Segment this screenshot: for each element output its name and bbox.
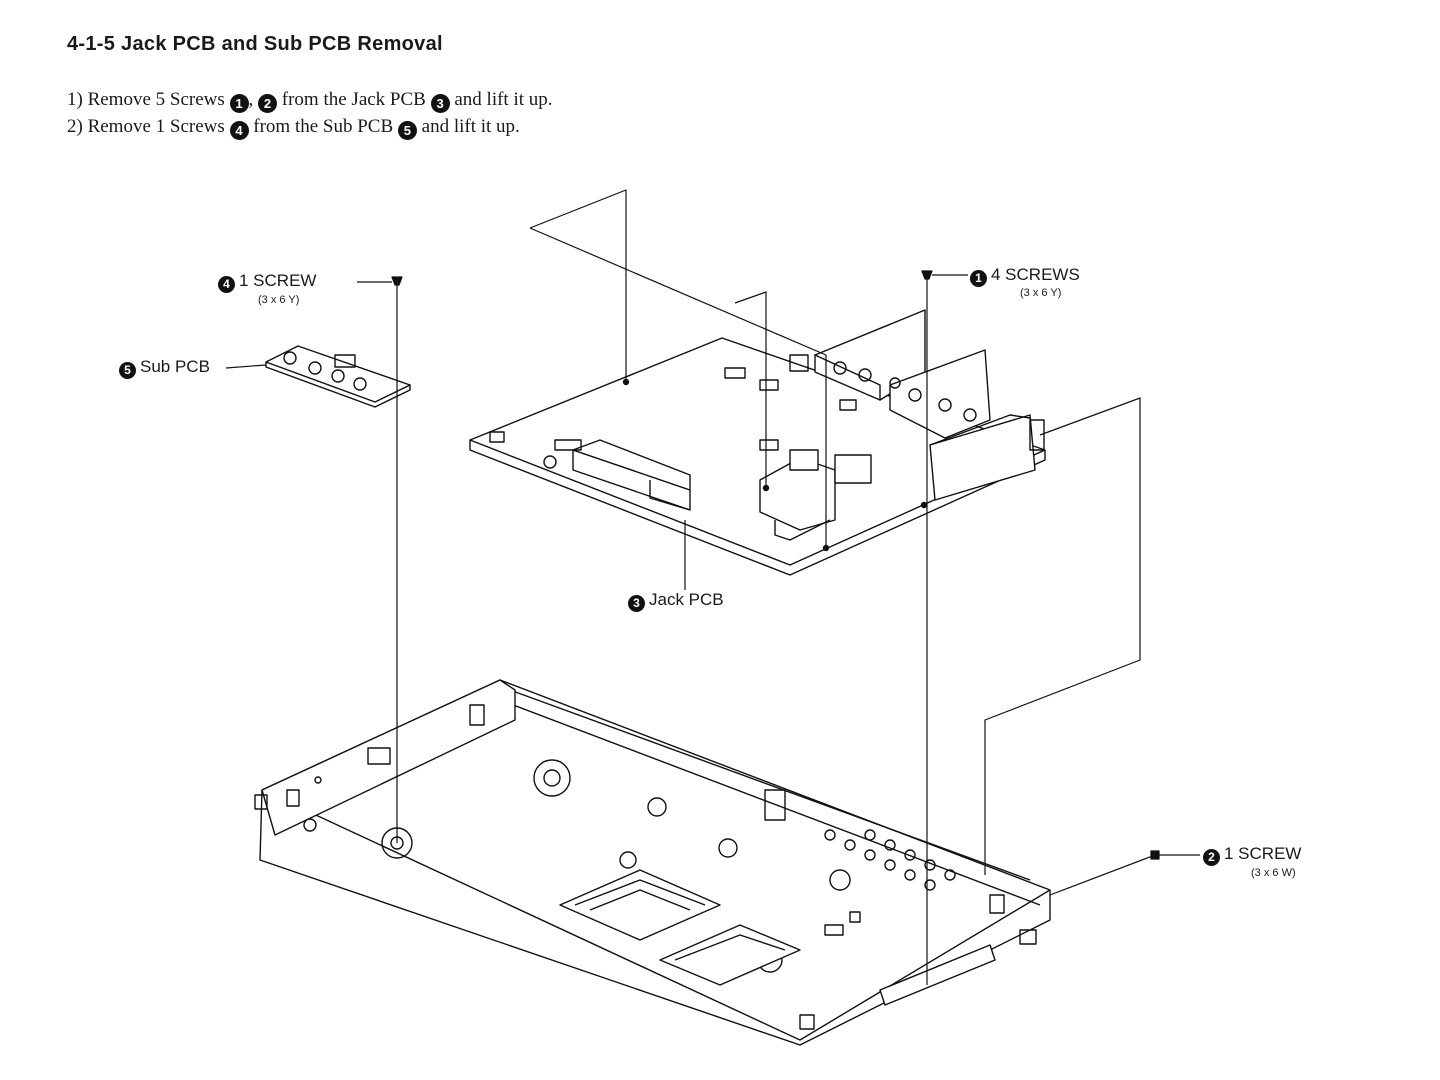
callout-spec: (3 x 6 Y)	[1020, 287, 1062, 299]
callout-number-badge: 4	[218, 276, 235, 293]
callout-number-badge: 2	[258, 94, 278, 113]
callout-label: 1 SCREW	[1224, 844, 1302, 863]
callout-label: Jack PCB	[649, 590, 724, 609]
callout-number-badge: 4	[229, 121, 249, 140]
jack-pcb-illustration	[469, 309, 1046, 576]
chassis-illustration	[254, 679, 1051, 1046]
callout-number-badge: 5	[119, 362, 136, 379]
callout-spec: (3 x 6 W)	[1251, 867, 1296, 879]
step-text: and lift it up.	[421, 116, 520, 137]
callout-spec: (3 x 6 Y)	[258, 294, 300, 306]
step-text: 1) Remove 5 Screws	[67, 89, 225, 110]
callout-number-badge: 5	[397, 121, 417, 140]
callout-number-badge: 3	[430, 94, 450, 113]
step-separator: ,	[248, 89, 254, 110]
page-title: 4-1-5 Jack PCB and Sub PCB Removal	[67, 33, 443, 55]
instruction-step-2: 2) Remove 1 Screws 4 from the Sub PCB 5 …	[67, 113, 553, 140]
callout-number-badge: 1	[229, 94, 249, 113]
step-text: from the Jack PCB	[281, 89, 426, 110]
callout-number-badge: 2	[1203, 849, 1220, 866]
callout-label: Sub PCB	[140, 357, 210, 376]
step-text: 2) Remove 1 Screws	[67, 116, 225, 137]
leader-lines	[225, 189, 1200, 985]
callout-label: 1 SCREW	[239, 271, 317, 290]
callout-label: 4 SCREWS	[991, 265, 1080, 284]
sub-pcb-illustration	[265, 345, 411, 408]
step-text: and lift it up.	[454, 89, 553, 110]
instruction-list: 1) Remove 5 Screws 1, 2 from the Jack PC…	[67, 86, 553, 140]
callout-number-badge: 3	[628, 595, 645, 612]
instruction-step-1: 1) Remove 5 Screws 1, 2 from the Jack PC…	[67, 86, 553, 113]
callout-number-badge: 1	[970, 270, 987, 287]
step-text: from the Sub PCB	[253, 116, 394, 137]
